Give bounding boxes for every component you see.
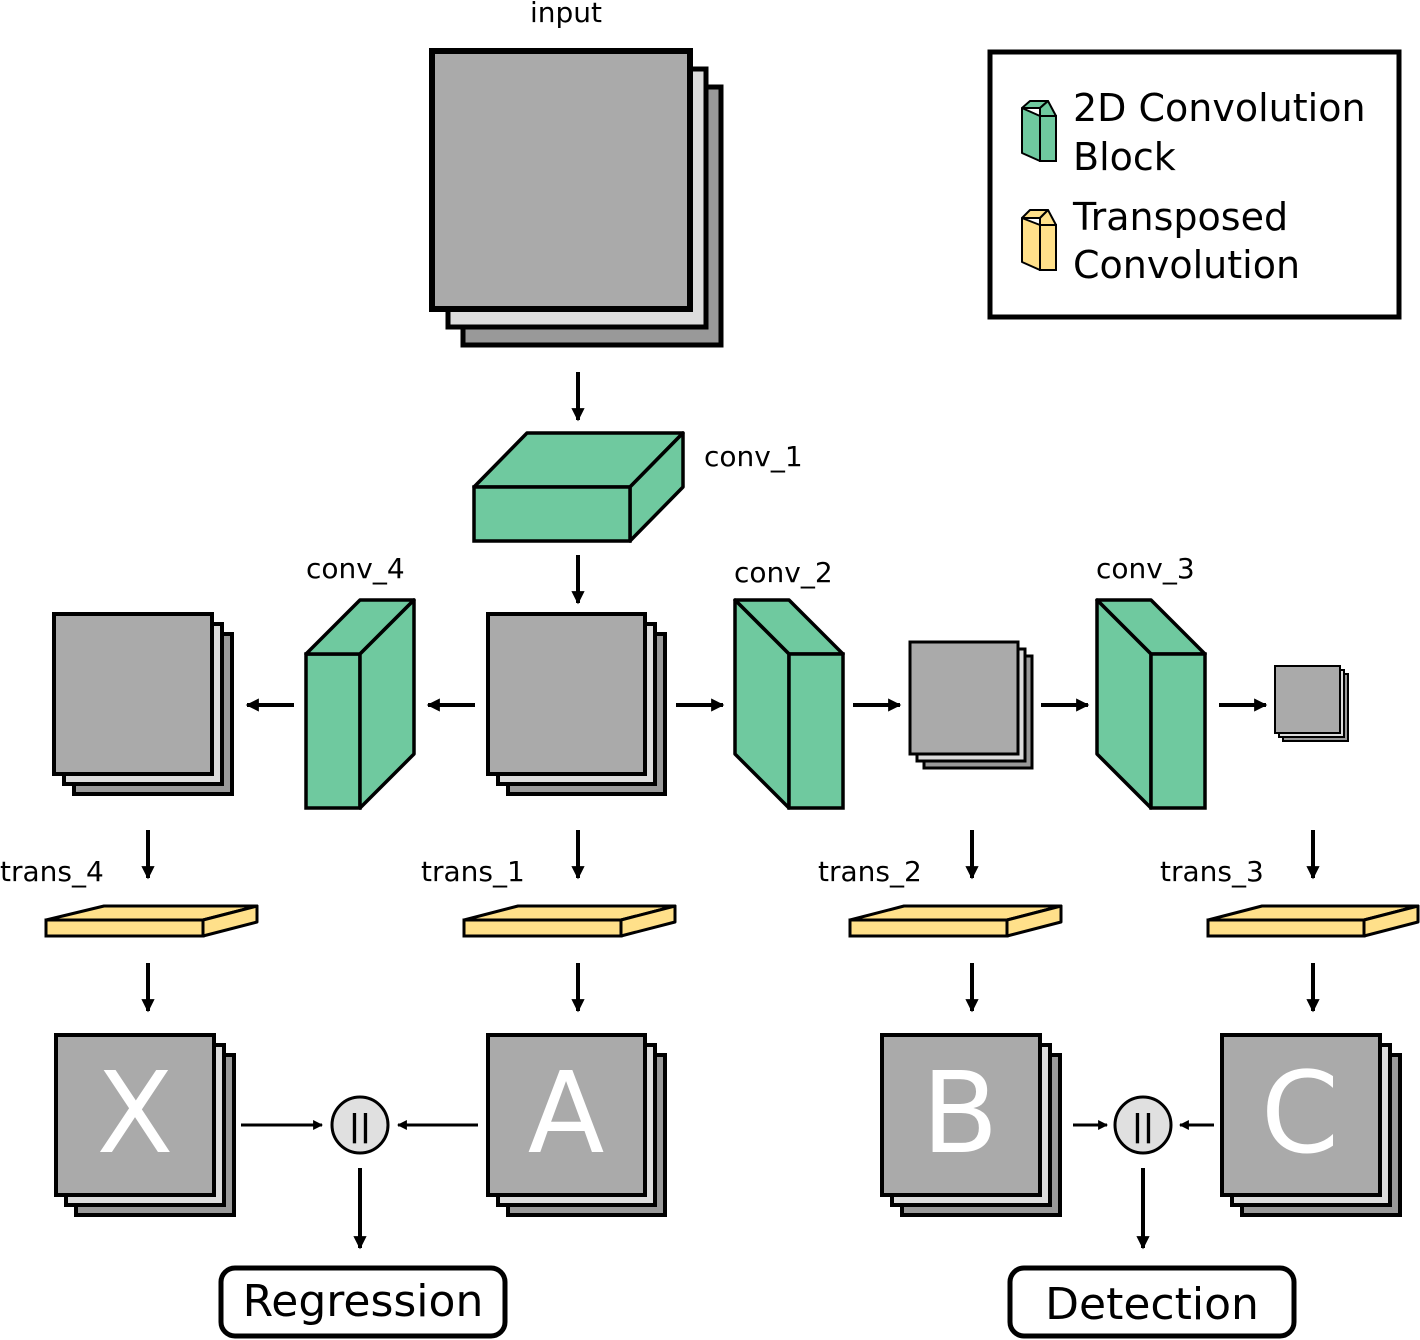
conv-3-label: conv_3 (1096, 552, 1195, 585)
detection-label: Detection (1045, 1279, 1259, 1330)
feature-map-small (1274, 665, 1349, 742)
output-letter-c: C (1261, 1049, 1339, 1179)
trans-4-label: trans_4 (0, 855, 104, 888)
legend-conv-line1: 2D Convolution (1073, 86, 1366, 130)
legend-conv-swatch (1021, 100, 1057, 162)
output-letter-a: A (528, 1049, 605, 1179)
conv-1-label: conv_1 (704, 440, 803, 473)
input-label: input (530, 0, 602, 29)
concat-operator-detection: || (1113, 1095, 1173, 1155)
feature-map-medium (908, 640, 1034, 770)
concat-operator-regression: || (330, 1095, 390, 1155)
trans-3-label: trans_3 (1160, 855, 1264, 888)
conv-4-label: conv_4 (306, 552, 405, 585)
output-map-a: A (486, 1033, 667, 1217)
regression-label: Regression (243, 1276, 484, 1327)
trans-2-block (848, 904, 1063, 938)
detection-head: Detection (1007, 1265, 1297, 1339)
input-feature-map (429, 48, 724, 348)
trans-3-block (1206, 904, 1420, 938)
trans-2-label: trans_2 (818, 855, 922, 888)
output-letter-x: X (97, 1049, 174, 1179)
concat-symbol: || (1132, 1109, 1154, 1144)
conv-4-block (304, 598, 416, 810)
output-map-x: X (54, 1033, 236, 1217)
conv-2-block (733, 598, 845, 810)
legend: 2D Convolution Block Transposed Convolut… (987, 49, 1402, 320)
legend-trans-line2: Convolution (1073, 243, 1300, 287)
output-letter-b: B (922, 1049, 999, 1179)
conv-3-block (1095, 598, 1207, 810)
feature-map-center (486, 612, 667, 796)
regression-head: Regression (218, 1265, 508, 1339)
legend-conv-line2: Block (1073, 135, 1176, 179)
output-map-b: B (880, 1033, 1062, 1217)
output-map-c: C (1220, 1033, 1402, 1217)
conv-2-label: conv_2 (734, 556, 833, 589)
concat-symbol: || (349, 1109, 371, 1144)
trans-1-block (462, 904, 677, 938)
arrows (141, 372, 1320, 1250)
conv-1-block (472, 431, 685, 543)
trans-4-block (44, 904, 259, 938)
legend-trans-line1: Transposed (1072, 195, 1288, 239)
trans-1-label: trans_1 (421, 855, 525, 888)
feature-map-left (52, 612, 234, 796)
legend-trans-swatch (1021, 209, 1057, 271)
